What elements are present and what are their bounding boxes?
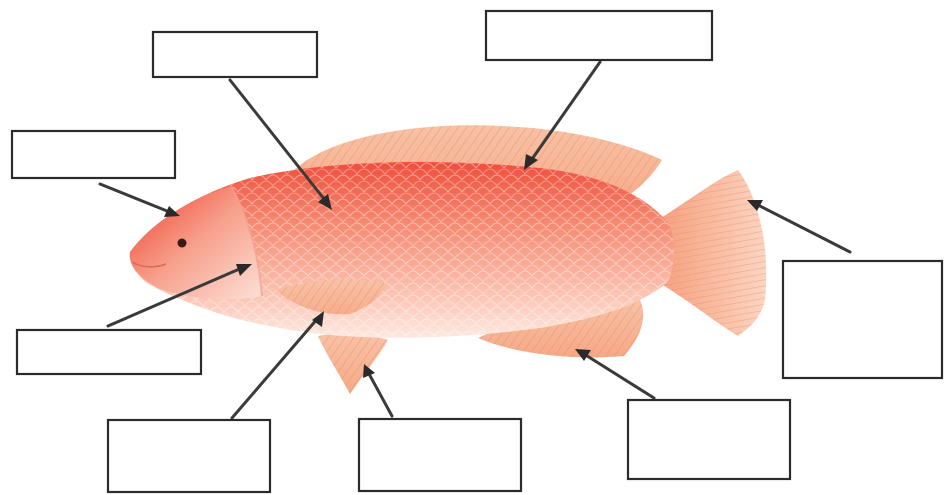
label-box-bottom-right[interactable] <box>628 400 790 479</box>
fish-eye <box>178 239 187 248</box>
label-box-bottom-left[interactable] <box>108 420 270 492</box>
label-box-left-upper[interactable] <box>12 131 175 178</box>
label-box-bottom-center[interactable] <box>359 419 521 491</box>
leader-bottom-center <box>368 372 392 416</box>
pelvic-fin <box>318 334 388 394</box>
leader-right <box>756 204 850 252</box>
label-box-top-center[interactable] <box>486 11 712 60</box>
leader-left-upper <box>100 184 172 213</box>
leader-bottom-right <box>584 354 654 398</box>
label-box-left-lower[interactable] <box>17 330 201 374</box>
label-box-top-left[interactable] <box>153 32 317 77</box>
label-box-right[interactable] <box>783 261 942 378</box>
leader-bottom-left <box>232 318 318 418</box>
